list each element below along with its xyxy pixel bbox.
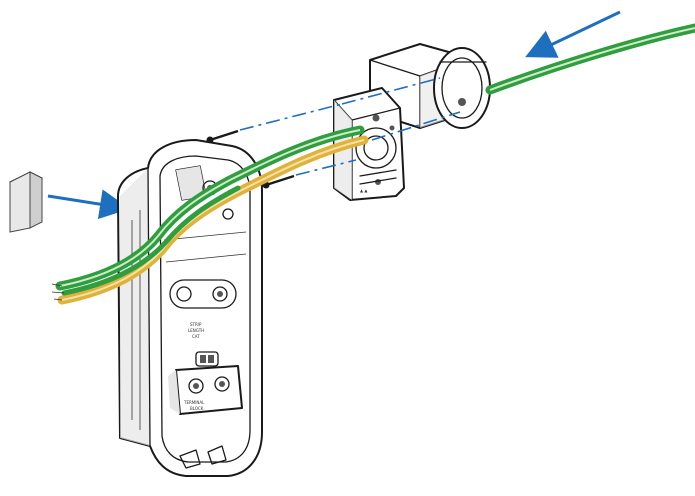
arrow-cable-direction-icon <box>525 10 621 58</box>
arrow-to-backplate-icon <box>47 189 130 220</box>
svg-text:BLOCK: BLOCK <box>190 406 204 411</box>
back-plate: STRIP LENGTH CAT TERMINAL BLOCK <box>117 139 263 477</box>
incoming-cable <box>485 23 695 95</box>
svg-text:TERMINAL: TERMINAL <box>183 400 205 405</box>
svg-text:▲ ▲: ▲ ▲ <box>360 188 368 193</box>
svg-text:LENGTH: LENGTH <box>188 328 204 333</box>
svg-text:STRIP: STRIP <box>190 322 202 327</box>
spacer-block-icon <box>8 171 44 233</box>
svg-text:CAT: CAT <box>192 334 200 339</box>
alignment-lines <box>239 77 461 176</box>
cable-through-backplate <box>51 125 369 305</box>
